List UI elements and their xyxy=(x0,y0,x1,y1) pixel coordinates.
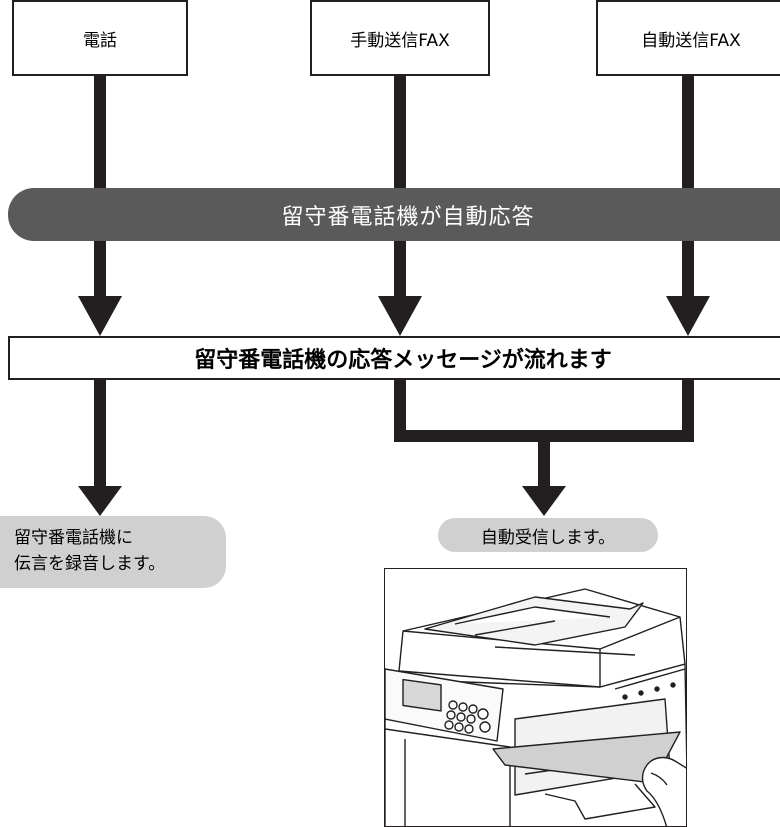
source-manual-fax-label: 手動送信FAX xyxy=(350,30,450,51)
record-message-line1: 留守番電話機に xyxy=(14,528,133,548)
source-auto-fax-label: 自動送信FAX xyxy=(641,30,741,51)
printer-illustration xyxy=(384,568,687,827)
connector-fax-merge xyxy=(394,380,694,442)
auto-receive-label: 自動受信します。 xyxy=(480,527,616,548)
auto-receive-badge: 自動受信します。 xyxy=(438,518,658,552)
multifunction-printer-icon xyxy=(385,588,686,826)
arrow-down-icon xyxy=(666,296,710,336)
record-message-badge: 留守番電話機に 伝言を録音します。 xyxy=(0,516,226,588)
arrow-down-icon xyxy=(522,486,566,516)
arrow-down-icon xyxy=(78,486,122,516)
source-phone-label: 電話 xyxy=(83,30,117,51)
arrow-down-icon xyxy=(78,296,122,336)
auto-answer-label: 留守番電話機が自動応答 xyxy=(281,204,535,230)
source-auto-fax-box: 自動送信FAX xyxy=(596,0,780,76)
answer-message-box: 留守番電話機の応答メッセージが流れます xyxy=(8,336,780,380)
source-manual-fax-box: 手動送信FAX xyxy=(310,0,490,76)
source-phone-box: 電話 xyxy=(12,0,188,76)
auto-answer-banner: 留守番電話機が自動応答 xyxy=(8,188,780,241)
arrow-down-icon xyxy=(378,296,422,336)
record-message-line2: 伝言を録音します。 xyxy=(14,554,166,574)
answer-message-label: 留守番電話機の応答メッセージが流れます xyxy=(194,348,612,373)
